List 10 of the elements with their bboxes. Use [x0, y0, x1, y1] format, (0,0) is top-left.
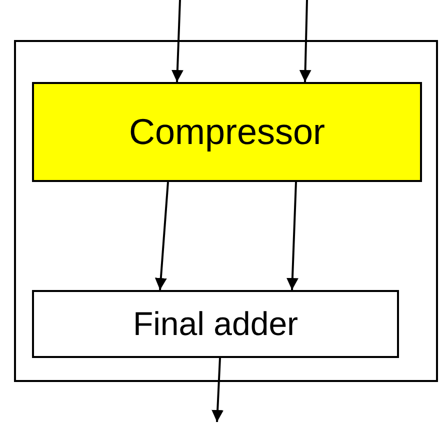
arrow	[171, 0, 184, 82]
arrow	[212, 358, 224, 422]
process-box	[32, 82, 422, 182]
process-box	[32, 290, 399, 358]
outer-box	[14, 40, 438, 382]
arrow	[154, 182, 169, 290]
node-label: Final adder	[132, 305, 298, 343]
node-label: Compressor	[128, 111, 326, 153]
arrow	[286, 182, 298, 290]
arrow	[299, 0, 312, 82]
